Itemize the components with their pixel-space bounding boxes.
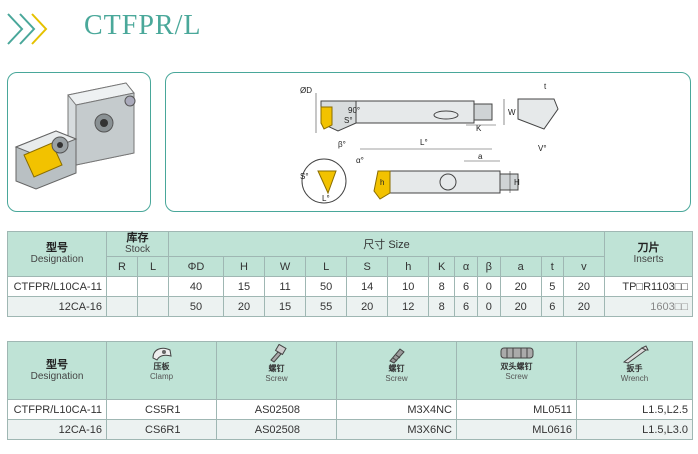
dim-alpha: α° — [356, 156, 364, 165]
dim-s: S° — [344, 116, 353, 125]
dimension-diagram-panel: ØD 90° S° K L° W β° α° t V° a H h — [165, 72, 691, 212]
acc-double-screw-header: 双头螺钉 Screw — [456, 341, 577, 400]
spec-inserts-header: 刀片 Inserts — [604, 231, 693, 277]
row-insert: 1603□□ — [604, 296, 693, 317]
acc-screw-header: 螺钉 Screw — [216, 341, 337, 400]
dim-beta: β° — [338, 140, 346, 149]
spec-table: 型号 Designation 库存 Stock 尺寸 Size 刀片 Inser… — [7, 231, 693, 317]
dim-od: ØD — [300, 86, 312, 95]
dim-angle: 90° — [348, 106, 360, 115]
double-screw-icon — [500, 347, 533, 359]
col-h-upper: H — [222, 256, 266, 277]
row-model: CTFPR/L10CA-11 — [7, 276, 107, 297]
dim-H: H — [514, 178, 520, 187]
wrench-icon — [622, 345, 649, 364]
col-d: ΦD — [168, 256, 224, 277]
col-r: R — [106, 256, 138, 277]
table-row: CTFPR/L10CA-11 40 15 11 50 14 10 8 6 0 2… — [7, 276, 693, 297]
dim-k: K — [476, 124, 482, 133]
tool-photo-panel — [7, 72, 151, 212]
table-row: CTFPR/L10CA-11 CS5R1 AS02508 M3X4NC ML05… — [7, 399, 693, 420]
dim-s2: S° — [300, 172, 309, 181]
chevrons-icon — [7, 13, 48, 45]
acc-wrench-header: 扳手 Wrench — [576, 341, 693, 400]
dim-a: a — [478, 152, 483, 161]
spec-size-header: 尺寸 Size — [168, 231, 605, 257]
col-k: K — [428, 256, 456, 277]
dimension-diagram: ØD 90° S° K L° W β° α° t V° a H h — [300, 82, 559, 204]
table-row: 12CA-16 CS6R1 AS02508 M3X6NC ML0616 L1.5… — [7, 419, 693, 440]
clamp-icon — [151, 347, 172, 361]
col-l-len: L — [305, 256, 348, 277]
col-alpha: α — [454, 256, 478, 277]
col-s: S — [346, 256, 389, 277]
screw-icon — [388, 348, 405, 364]
dim-l2: L° — [322, 194, 330, 203]
col-t: t — [540, 256, 564, 277]
dim-t: t — [544, 82, 547, 91]
dim-w: W — [508, 108, 516, 117]
screw-icon — [269, 344, 287, 363]
accessories-table: 型号 Designation 压板 Clamp 螺钉 Screw — [7, 341, 693, 440]
spec-designation-header: 型号 Designation — [7, 231, 107, 277]
row-model: CTFPR/L10CA-11 — [7, 399, 107, 420]
row-insert: TP□R1103□□ — [604, 276, 693, 297]
row-model: 12CA-16 — [7, 296, 107, 317]
table-row: 12CA-16 50 20 15 55 20 12 8 6 0 20 6 20 … — [7, 296, 693, 317]
col-beta: β — [476, 256, 501, 277]
col-v: v — [562, 256, 606, 277]
row-model: 12CA-16 — [7, 419, 107, 440]
dim-l: L° — [420, 138, 428, 147]
page-header: CTFPR/L — [0, 0, 698, 60]
col-a: a — [499, 256, 542, 277]
col-w: W — [264, 256, 307, 277]
page-title: CTFPR/L — [84, 10, 202, 41]
acc-clamp-header: 压板 Clamp — [106, 341, 217, 400]
acc-designation-header: 型号 Designation — [7, 341, 107, 400]
dim-h: h — [380, 178, 384, 187]
col-l: L — [137, 256, 169, 277]
tool-holder-3d-image — [14, 82, 136, 190]
spec-stock-header: 库存 Stock — [106, 231, 169, 257]
col-h: h — [387, 256, 430, 277]
dim-v: V° — [538, 144, 547, 153]
acc-screw2-header: 螺钉 Screw — [336, 341, 457, 400]
